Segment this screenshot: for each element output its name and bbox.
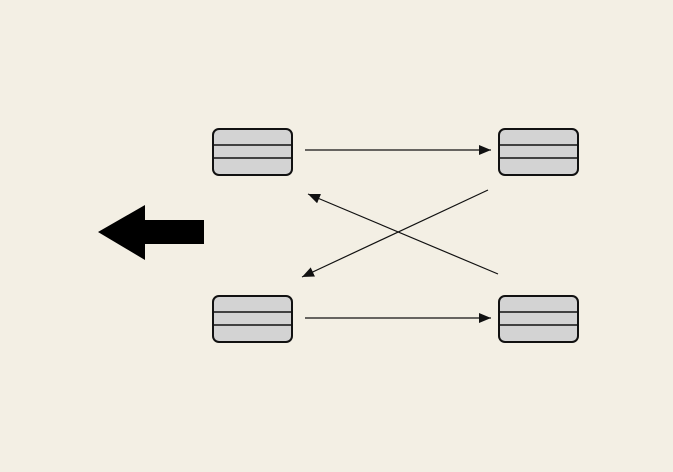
node-top-right <box>498 128 579 176</box>
node-bottom-left <box>212 295 293 343</box>
edge-bottom-right-to-top-left <box>307 193 499 275</box>
node-top-left <box>212 128 293 176</box>
left-direction-arrow <box>98 205 204 260</box>
node-bottom-right <box>498 295 579 343</box>
edge-top-right-to-bottom-left <box>301 189 489 278</box>
